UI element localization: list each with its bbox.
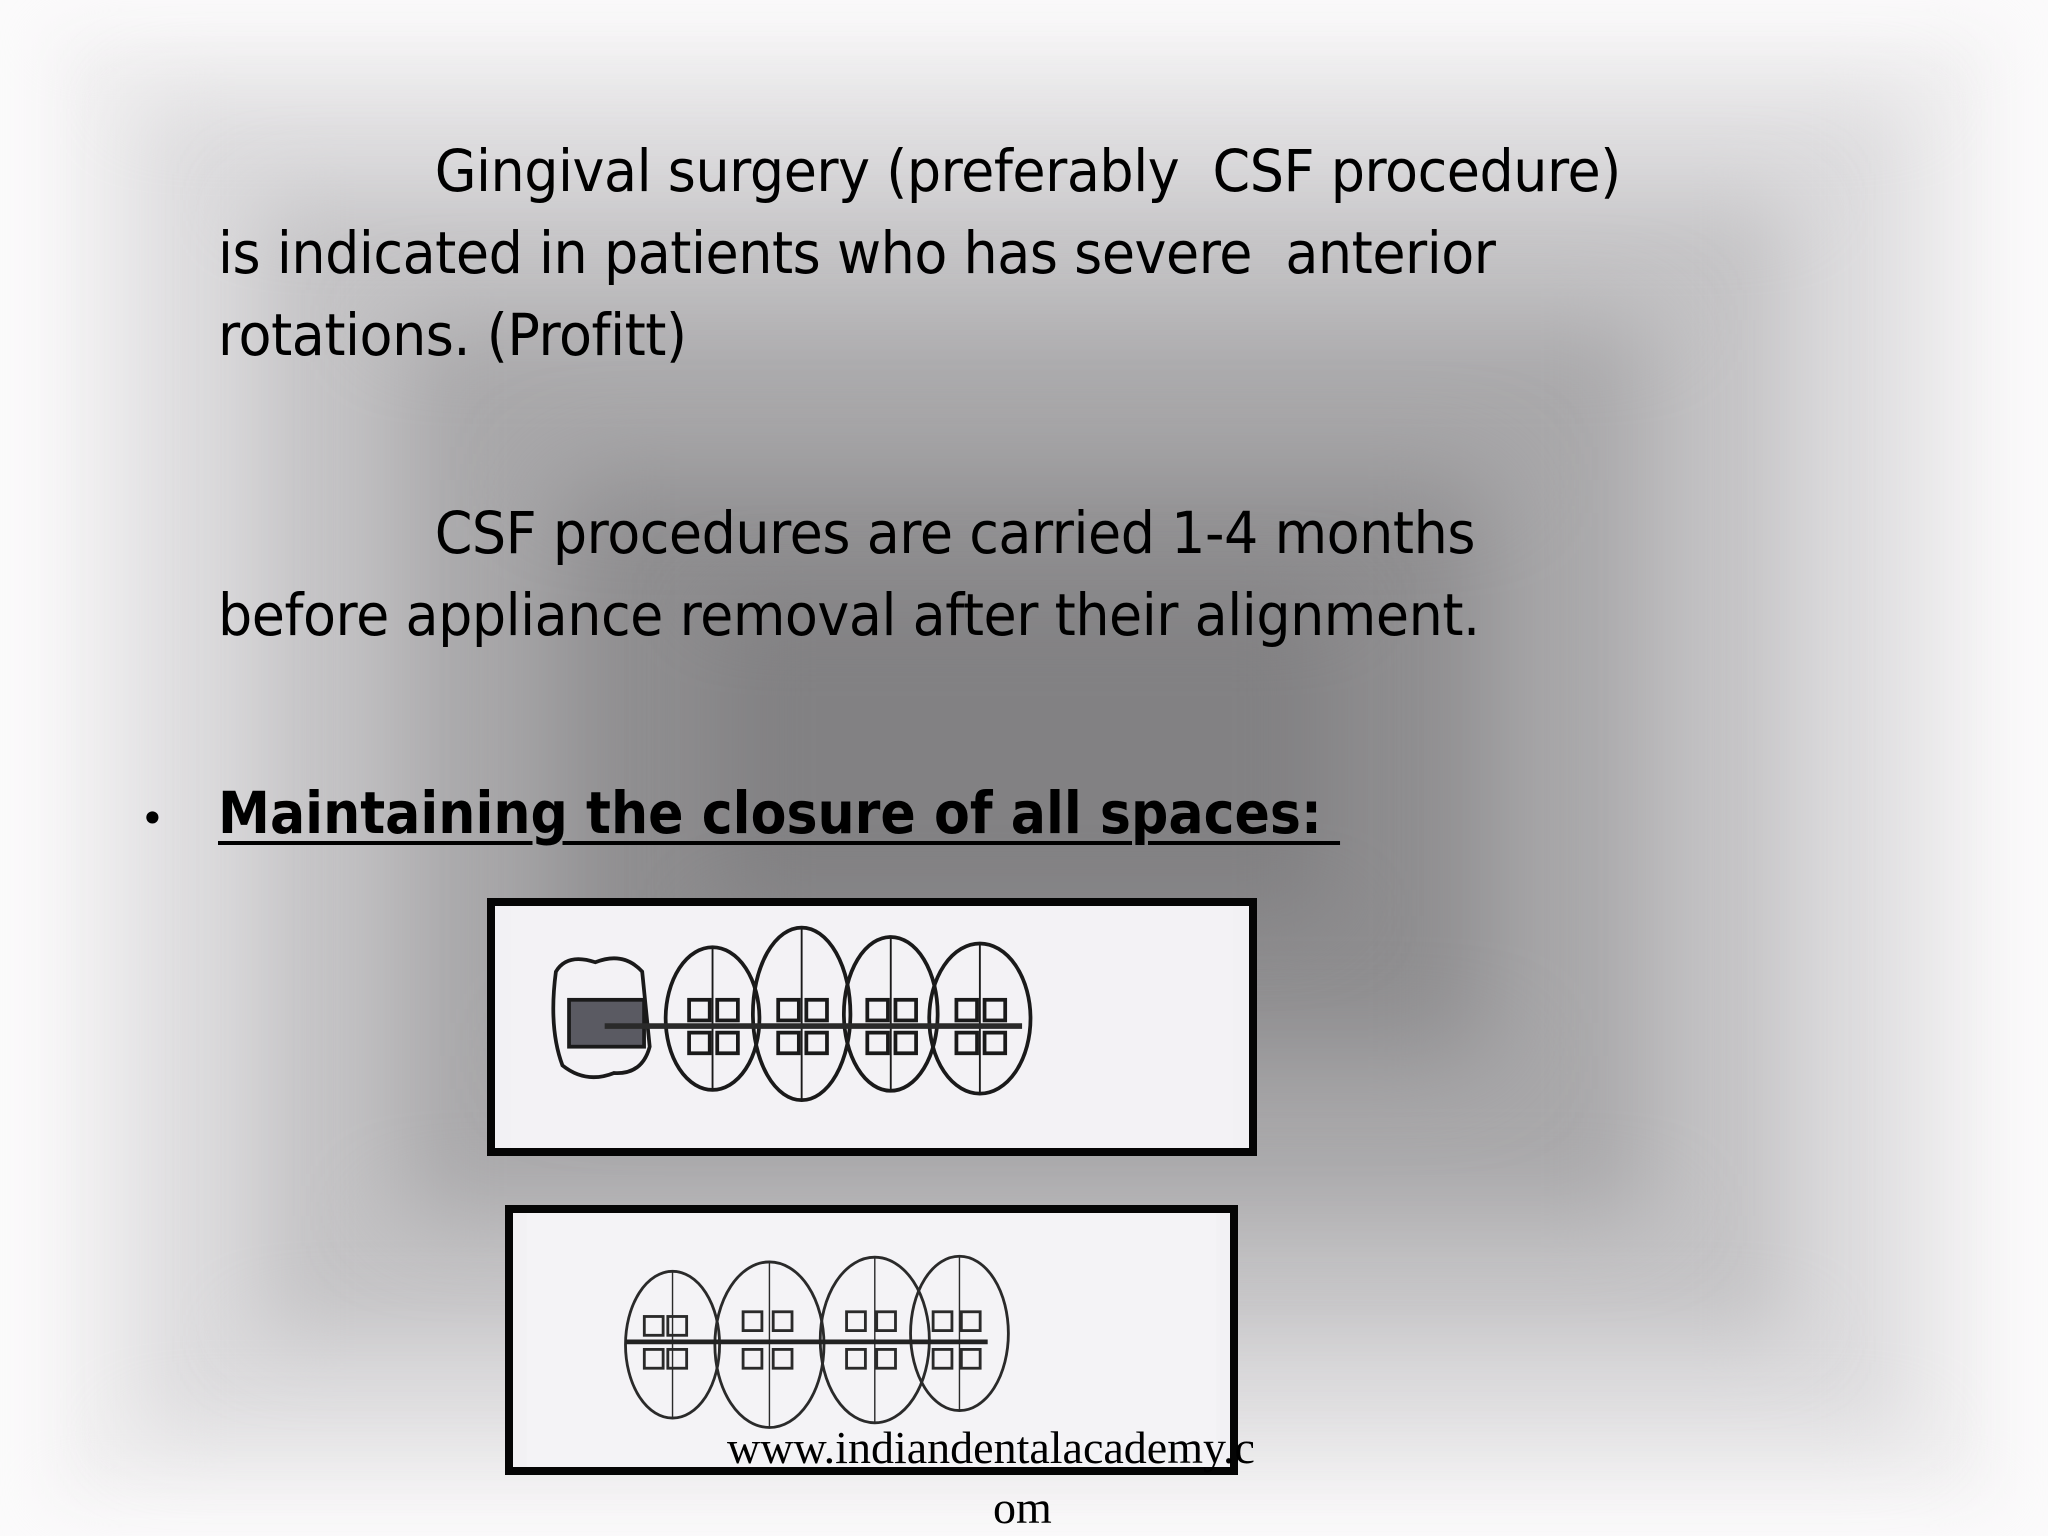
watermark-line: www.indiandentalacademy.c xyxy=(727,1422,1255,1473)
watermark-url: www.indiandentalacademy.c om xyxy=(727,1418,1327,1536)
watermark-line: om xyxy=(993,1482,1052,1533)
paragraph-line: Gingival surgery (preferably CSF procedu… xyxy=(434,137,1622,205)
bullet-icon: • xyxy=(140,794,165,843)
figure-braces-space-closure xyxy=(487,898,1257,1156)
teeth-braces-drawing xyxy=(510,906,1234,1148)
bullet-heading: Maintaining the closure of all spaces: xyxy=(218,779,1341,847)
bg-layer xyxy=(720,600,1328,916)
paragraph-csf-timing: CSF procedures are carried 1-4 months be… xyxy=(218,492,1480,656)
paragraph-line: before appliance removal after their ali… xyxy=(218,581,1480,649)
bullet-item: • Maintaining the closure of all spaces: xyxy=(140,772,1465,860)
paragraph-line: rotations. (Profitt) xyxy=(218,301,687,369)
paragraph-gingival-surgery: Gingival surgery (preferably CSF procedu… xyxy=(218,130,1621,376)
paragraph-line: is indicated in patients who has severe … xyxy=(218,219,1496,287)
figure-braces-spaces-closed xyxy=(505,1205,1238,1475)
paragraph-line: CSF procedures are carried 1-4 months xyxy=(434,499,1476,567)
teeth-braces-drawing xyxy=(526,1213,1217,1467)
